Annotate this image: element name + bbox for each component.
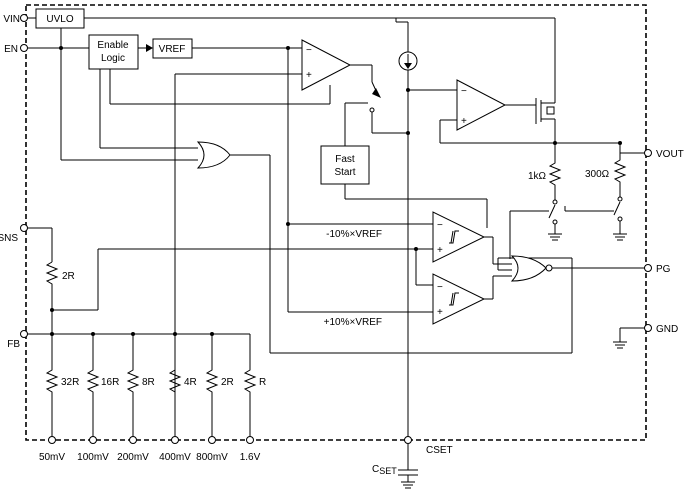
oa-minus: − — [461, 86, 467, 97]
enable-logic-block — [88, 34, 139, 70]
vref-label: VREF — [159, 44, 186, 55]
pin-fb-label: FB — [7, 339, 20, 350]
pin-gnd-label: GND — [656, 324, 678, 335]
cmp1-minus: − — [437, 220, 443, 231]
pin-tap-800mv[interactable] — [208, 436, 216, 444]
pin-vin[interactable] — [20, 14, 28, 22]
pin-vout[interactable] — [644, 149, 652, 157]
ladder-r4: 2R — [221, 377, 234, 388]
pin-pg-label: PG — [656, 264, 671, 275]
error-amplifier — [301, 39, 352, 91]
pin-cset[interactable] — [404, 436, 412, 444]
cmp1-plus: + — [437, 245, 443, 256]
pin-tap-50mv[interactable] — [48, 436, 56, 444]
oa-plus: + — [461, 116, 467, 127]
tap-label-2: 200mV — [117, 452, 149, 463]
pin-vin-label: VIN — [3, 14, 20, 25]
pg-comparator-low — [432, 211, 486, 263]
ea-minus: − — [306, 45, 312, 56]
resistor-300 — [613, 153, 627, 197]
pin-sns-label: SNS — [0, 233, 18, 244]
resistor-300-label: 300Ω — [585, 169, 610, 180]
pin-tap-400mv[interactable] — [171, 436, 179, 444]
tap-label-4: 800mV — [196, 452, 228, 463]
output-amplifier — [456, 79, 507, 131]
or-gate-fast-start — [196, 141, 231, 169]
fast-start-block — [320, 145, 370, 185]
pin-tap-1v6[interactable] — [246, 436, 254, 444]
resistor-1k — [548, 143, 562, 200]
pin-pg[interactable] — [644, 264, 652, 272]
threshold-low-label: -10%×VREF — [326, 229, 382, 240]
fb-resistor-ladder — [45, 334, 257, 437]
pin-sns[interactable] — [20, 224, 28, 232]
uvlo-label: UVLO — [46, 14, 73, 25]
resistor-1k-label: 1kΩ — [528, 171, 547, 182]
pin-gnd[interactable] — [644, 324, 652, 332]
nor-gate-pg — [510, 255, 547, 282]
tap-label-1: 100mV — [77, 452, 109, 463]
cmp2-plus: + — [437, 307, 443, 318]
ladder-r3: 4R — [184, 377, 197, 388]
enable-logic-label-1: Enable — [97, 40, 129, 51]
fast-start-label-1: Fast — [335, 154, 355, 165]
pin-fb[interactable] — [20, 330, 28, 338]
ladder-r0: 32R — [61, 377, 79, 388]
pin-cset-label: CSET — [426, 445, 453, 456]
tap-label-3: 400mV — [159, 452, 191, 463]
cmp2-minus: − — [437, 282, 443, 293]
tap-label-0: 50mV — [39, 452, 65, 463]
pin-en-label: EN — [4, 44, 18, 55]
chip-boundary — [25, 4, 647, 441]
ladder-r1: 16R — [101, 377, 119, 388]
enable-logic-label-2: Logic — [101, 53, 125, 64]
threshold-high-label: +10%×VREF — [324, 317, 382, 328]
resistor-sns-label: 2R — [62, 271, 75, 282]
cset-cap-label: CSET — [372, 464, 397, 476]
pin-tap-100mv[interactable] — [89, 436, 97, 444]
pin-en[interactable] — [20, 44, 28, 52]
ea-plus: + — [306, 70, 312, 81]
ladder-r2: 8R — [142, 377, 155, 388]
pin-vout-label: VOUT — [656, 149, 684, 160]
pg-comparator-high — [432, 273, 486, 325]
resistor-sns-2r — [45, 261, 59, 334]
tap-label-5: 1.6V — [240, 452, 261, 463]
pin-tap-200mv[interactable] — [129, 436, 137, 444]
fast-start-label-2: Start — [334, 167, 355, 178]
ladder-r5: R — [259, 377, 266, 388]
